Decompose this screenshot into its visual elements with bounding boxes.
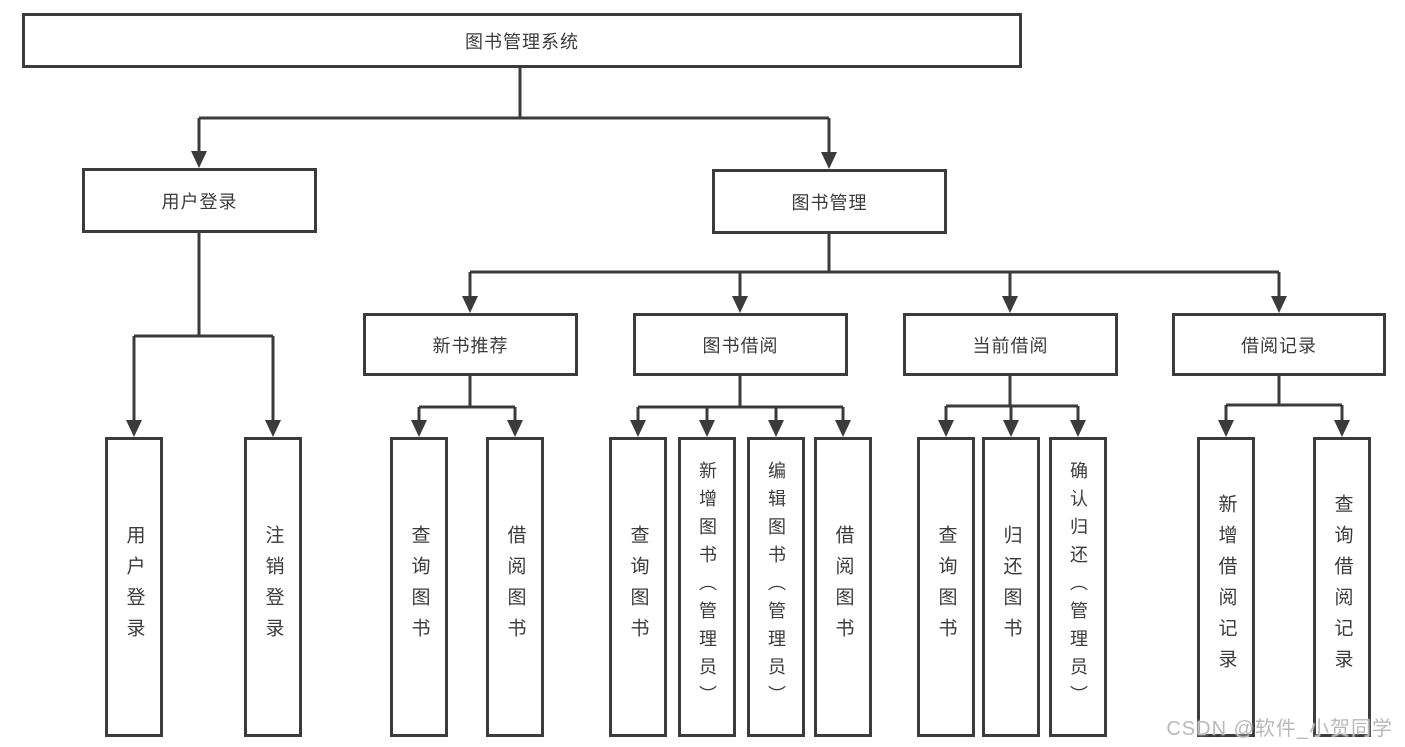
leaf-label: 查询图书: [627, 525, 649, 649]
node-borrow-records: 借阅记录: [1172, 313, 1386, 376]
arrow-icon: [265, 420, 281, 437]
leaf-add-book-admin: 新增图书（管理员）: [678, 437, 736, 737]
arrow-icon: [191, 151, 207, 168]
connector-userlogin-to-leaves: [132, 233, 275, 422]
node-label: 当前借阅: [972, 335, 1049, 356]
connector-borrowrecord-to-leaves: [1224, 376, 1344, 422]
leaf-query-book-current: 查询图书: [917, 437, 975, 737]
arrow-icon: [768, 420, 784, 437]
leaf-label: 查询借阅记录: [1331, 494, 1353, 680]
leaf-label: 借阅图书: [504, 525, 526, 649]
leaf-borrow-book: 借阅图书: [814, 437, 872, 737]
arrow-icon: [1334, 420, 1350, 437]
leaf-label: 用户登录: [123, 525, 145, 649]
connector-currentborrow-to-leaves: [944, 376, 1080, 422]
node-label: 图书管理: [791, 192, 868, 213]
leaf-user-login: 用户登录: [105, 437, 163, 737]
leaf-label: 借阅图书: [832, 525, 854, 649]
leaf-label: 新增借阅记录: [1215, 494, 1237, 680]
node-label: 图书管理系统: [465, 31, 579, 52]
node-label: 新书推荐: [432, 335, 509, 356]
leaf-edit-book-admin: 编辑图书（管理员）: [747, 437, 805, 737]
node-book-management: 图书管理: [712, 169, 947, 234]
leaf-label: 确认归还（管理员）: [1068, 461, 1088, 713]
leaf-query-book-borrow: 查询图书: [609, 437, 667, 737]
arrow-icon: [1070, 420, 1086, 437]
arrow-icon: [462, 296, 478, 313]
arrow-icon: [126, 420, 142, 437]
arrow-icon: [821, 152, 837, 169]
node-label: 图书借阅: [702, 335, 779, 356]
node-current-borrow: 当前借阅: [903, 313, 1118, 376]
connector-bookmgmt-to-level3: [468, 234, 1281, 298]
watermark: CSDN @软件_小贺同学: [1166, 718, 1393, 740]
arrow-icon: [1271, 296, 1287, 313]
node-user-login: 用户登录: [82, 168, 317, 233]
node-book-borrow: 图书借阅: [633, 313, 848, 376]
leaf-add-borrow-record: 新增借阅记录: [1197, 437, 1255, 737]
node-new-book-recommend: 新书推荐: [363, 313, 578, 376]
arrow-icon: [1218, 420, 1234, 437]
arrow-icon: [1002, 296, 1018, 313]
arrow-icon: [507, 420, 523, 437]
arrow-icon: [1003, 420, 1019, 437]
arrow-icon: [411, 420, 427, 437]
arrow-icon: [938, 420, 954, 437]
leaf-borrow-book-recommend: 借阅图书: [486, 437, 544, 737]
arrow-icon: [630, 420, 646, 437]
arrow-icon: [835, 420, 851, 437]
arrow-icon: [732, 296, 748, 313]
node-root: 图书管理系统: [22, 13, 1022, 68]
leaf-label: 查询图书: [408, 525, 430, 649]
leaf-label: 注销登录: [262, 525, 284, 649]
leaf-confirm-return-admin: 确认归还（管理员）: [1049, 437, 1107, 737]
leaf-query-book-recommend: 查询图书: [390, 437, 448, 737]
leaf-label: 新增图书（管理员）: [697, 461, 717, 713]
connector-bookborrow-to-leaves: [636, 376, 845, 422]
leaf-label: 编辑图书（管理员）: [766, 461, 786, 713]
leaf-query-borrow-record: 查询借阅记录: [1313, 437, 1371, 737]
leaf-logout-login: 注销登录: [244, 437, 302, 737]
node-label: 借阅记录: [1241, 335, 1317, 356]
node-label: 用户登录: [161, 191, 238, 212]
connector-root-to-level2: [197, 68, 831, 154]
connector-newbookrec-to-leaves: [417, 376, 517, 422]
arrow-icon: [699, 420, 715, 437]
leaf-label: 归还图书: [1000, 525, 1022, 649]
leaf-label: 查询图书: [935, 525, 957, 649]
leaf-return-book: 归还图书: [982, 437, 1040, 737]
